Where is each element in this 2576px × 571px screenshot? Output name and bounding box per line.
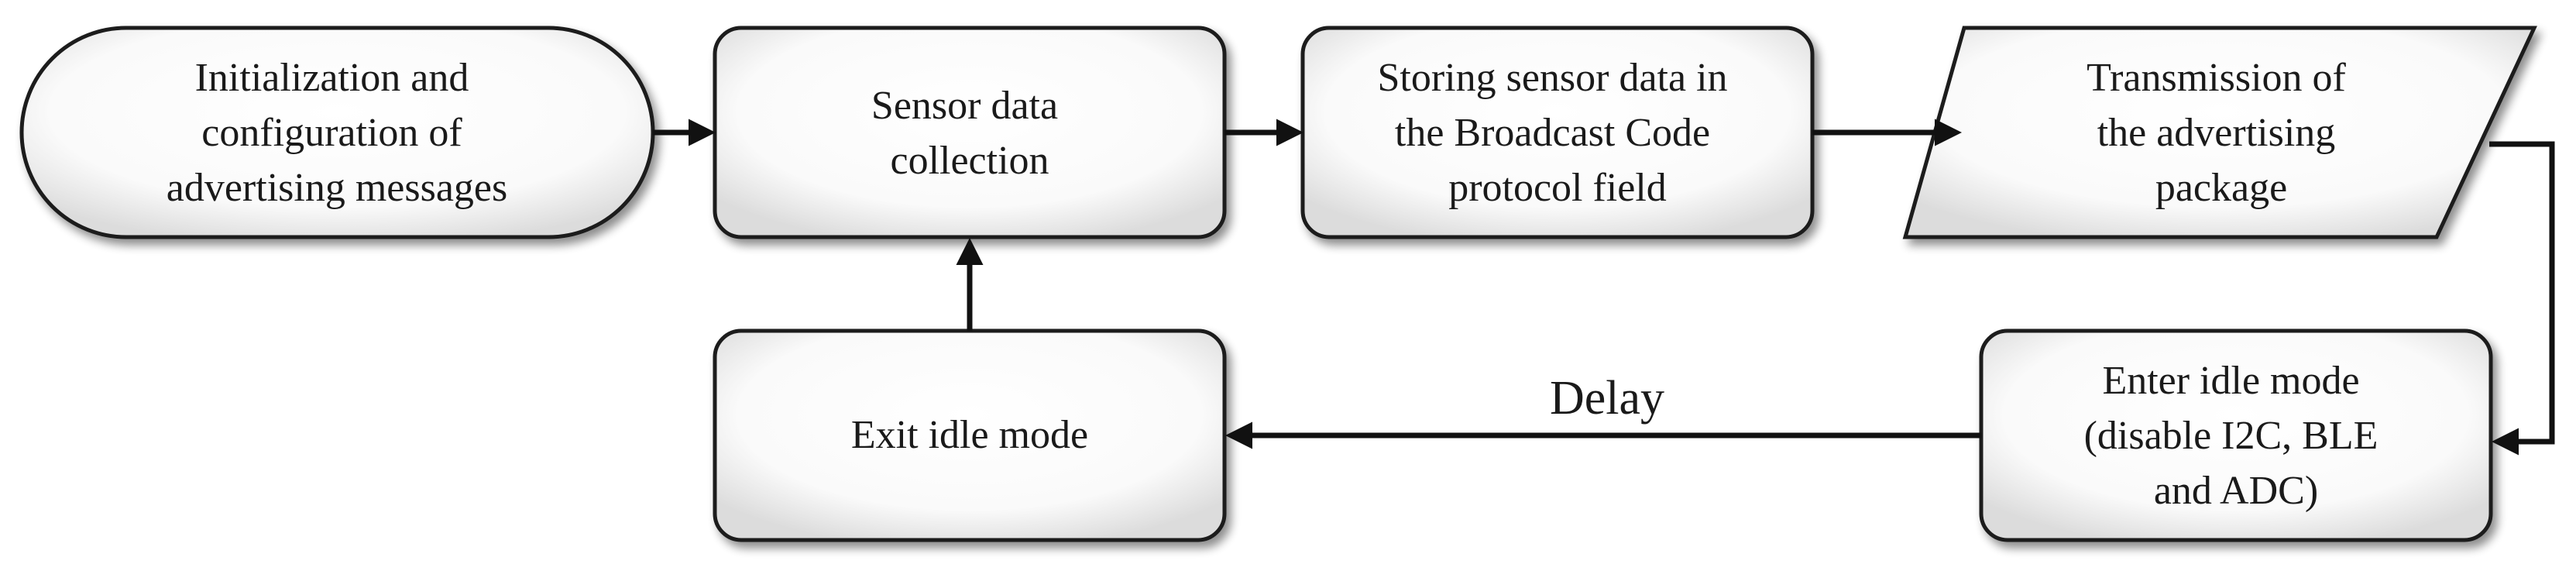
node-collect-shape	[713, 26, 1227, 239]
node-transmit	[1902, 26, 2537, 239]
node-transmit-shape	[1902, 26, 2537, 239]
node-exit-idle-label: Exit idle mode	[851, 413, 1088, 457]
node-init-label: Initialization and configuration of adve…	[167, 56, 507, 210]
node-store-label: Storing sensor data in the Broadcast Cod…	[1377, 56, 1737, 210]
node-transmit-label: Transmission of the advertising package	[2087, 56, 2356, 210]
edge-label-delay: Delay	[1550, 372, 1664, 425]
node-collect	[713, 26, 1227, 239]
node-enter-idle-label: Enter idle mode (disable I2C, BLE and AD…	[2084, 359, 2389, 513]
edge-transmit-to-enter-idle	[2489, 141, 2555, 456]
node-collect-label: Sensor data collection	[871, 84, 1068, 183]
